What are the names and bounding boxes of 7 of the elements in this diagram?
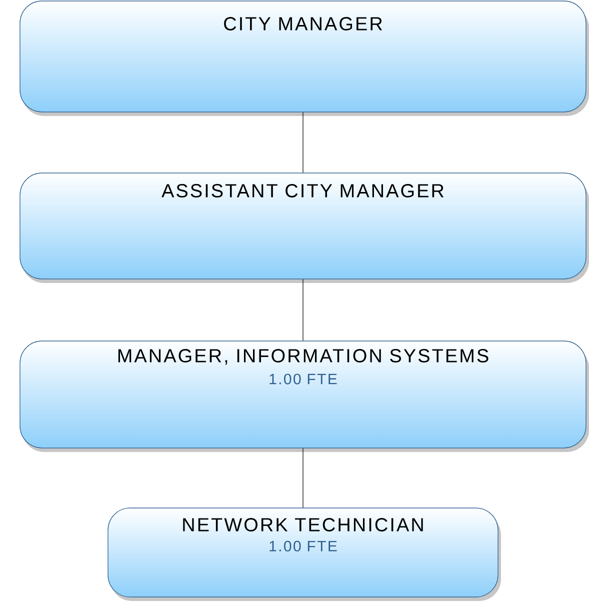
org-box: ASSISTANT CITY MANAGER	[20, 172, 589, 283]
org-box: NETWORK TECHNICIAN 1.00 FTE	[108, 508, 501, 601]
org-box: MANAGER, INFORMATION SYSTEMS 1.00 FTE	[20, 340, 589, 452]
connector-line	[302, 448, 304, 508]
connector-line	[302, 112, 304, 173]
org-box: CITY MANAGER	[20, 0, 589, 116]
connector-line	[302, 279, 304, 341]
